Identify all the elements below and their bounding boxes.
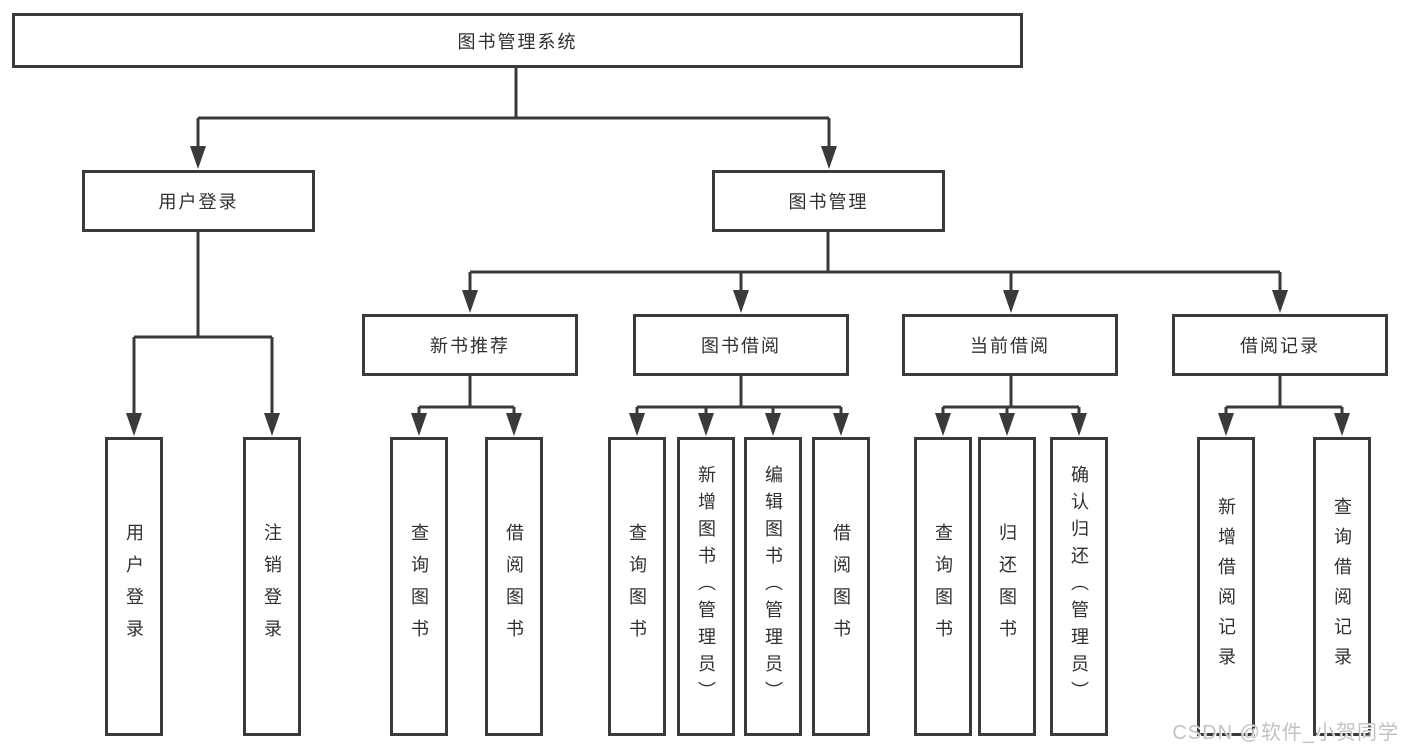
- node-new-book-recommend: 新书推荐: [362, 314, 578, 376]
- leaf-records-add-record: 新增借阅记录: [1197, 437, 1255, 736]
- node-user-login-branch: 用户登录: [82, 170, 315, 232]
- leaf-borrow-edit-books-admin: 编辑图书（管理员）: [744, 437, 802, 736]
- leaf-user-login: 用户登录: [105, 437, 163, 736]
- leaf-current-return-books: 归还图书: [978, 437, 1036, 736]
- leaf-recommend-query-books: 查询图书: [390, 437, 448, 736]
- node-book-borrow: 图书借阅: [633, 314, 849, 376]
- leaf-borrow-query-books: 查询图书: [608, 437, 666, 736]
- node-system-root: 图书管理系统: [12, 13, 1023, 68]
- node-current-borrow: 当前借阅: [902, 314, 1118, 376]
- leaf-records-query-record: 查询借阅记录: [1313, 437, 1371, 736]
- node-borrow-records: 借阅记录: [1172, 314, 1388, 376]
- node-book-management-branch: 图书管理: [712, 170, 945, 232]
- leaf-borrow-add-books-admin: 新增图书（管理员）: [677, 437, 735, 736]
- leaf-logout: 注销登录: [243, 437, 301, 736]
- leaf-recommend-borrow-books: 借阅图书: [485, 437, 543, 736]
- leaf-borrow-borrow-books: 借阅图书: [812, 437, 870, 736]
- leaf-current-query-books: 查询图书: [914, 437, 972, 736]
- leaf-current-confirm-return-admin: 确认归还（管理员）: [1050, 437, 1108, 736]
- csdn-watermark: CSDN @软件_小贺同学: [1172, 722, 1399, 744]
